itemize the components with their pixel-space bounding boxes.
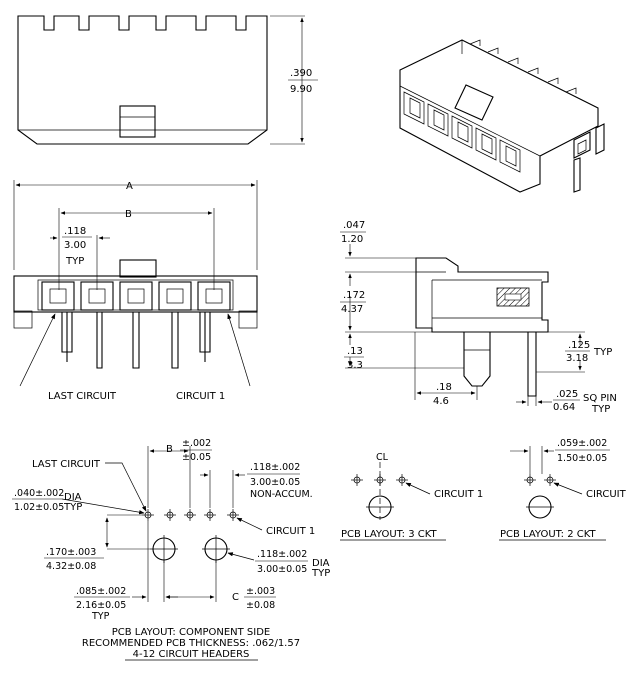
front-housing: [13, 275, 258, 313]
pcb-hole-mm: 1.02±0.05: [14, 502, 64, 513]
pcb-peg-holes: [150, 535, 230, 563]
side-d6-note1: SQ PIN: [583, 393, 617, 404]
side-outline: [415, 257, 549, 333]
pcb-hole-in: .040±.002: [14, 488, 64, 499]
pcb2-pitch-mm: 1.50±0.05: [557, 453, 607, 464]
pcb-caption-1: PCB LAYOUT: COMPONENT SIDE: [112, 627, 271, 638]
pcb-edge-note: TYP: [91, 611, 110, 622]
side-d6-mm: 0.64: [553, 402, 575, 413]
pcb-pin-holes: [142, 509, 239, 521]
front-circuit-1: CIRCUIT 1: [176, 391, 225, 402]
pitch-note: TYP: [65, 256, 84, 267]
pcb-peg-in: .118±.002: [257, 549, 307, 560]
dim-a-label: A: [126, 181, 133, 192]
front-pins: [61, 312, 211, 369]
pcb-caption-2: RECOMMENDED PCB THICKNESS: .062/1.57: [82, 638, 300, 649]
side-pin: [527, 332, 537, 397]
top-view: .390 9.90: [17, 15, 318, 145]
pcb3-cl: CL: [376, 452, 389, 463]
side-peg: [463, 332, 491, 387]
pcb-peg-note2: TYP: [311, 568, 330, 579]
pcb2-caption: PCB LAYOUT: 2 CKT: [500, 529, 597, 540]
front-cavities: [41, 281, 231, 311]
side-d3-mm: 3.3: [347, 360, 363, 371]
side-d6-note2: TYP: [591, 404, 610, 415]
pcb-b-tol-in: ±.002: [182, 438, 211, 449]
pcb-pitch-in: .118±.002: [250, 462, 300, 473]
side-d1-mm: 1.20: [341, 234, 363, 245]
pcb-row-mm: 4.32±0.08: [46, 561, 96, 572]
pcb-hole-note1: DIA: [64, 492, 82, 503]
cavities: [403, 91, 521, 173]
latch-window: [119, 105, 156, 138]
side-d4-in: .18: [436, 382, 452, 393]
front-last-circuit: LAST CIRCUIT: [48, 391, 117, 402]
height-dim-in: .390: [290, 68, 312, 79]
pcb-peg-note1: DIA: [312, 558, 330, 569]
side-d5-note: TYP: [593, 347, 612, 358]
pcb-b-tol-mm: ±0.05: [182, 452, 211, 463]
front-view: A B .118 3.00 TYP: [13, 180, 258, 402]
latch: [454, 84, 494, 121]
pcb-last-circuit: LAST CIRCUIT: [32, 459, 101, 470]
pcb-dim-c: C: [232, 592, 239, 603]
side-d3-in: .13: [347, 346, 363, 357]
pcb2-pitch-in: .059±.002: [557, 438, 607, 449]
pcb-circuit-1: CIRCUIT 1: [266, 526, 315, 537]
pcb3-caption: PCB LAYOUT: 3 CKT: [341, 529, 438, 540]
pitch-mm: 3.00: [64, 240, 86, 251]
pcb-hole-note2: TYP: [63, 502, 82, 513]
side-d6-in: .025: [556, 389, 578, 400]
pcb-caption-3: 4-12 CIRCUIT HEADERS: [133, 649, 250, 660]
height-dim-mm: 9.90: [290, 84, 312, 95]
pitch-in: .118: [64, 226, 86, 237]
pcb-peg-mm: 3.00±0.05: [257, 564, 307, 575]
latch-top: [119, 259, 157, 278]
pcb3-circuit-1: CIRCUIT 1: [434, 489, 483, 500]
pcb-c-tol-in: ±.003: [246, 586, 275, 597]
side-d5-in: .125: [568, 340, 590, 351]
dim-b-label: B: [125, 209, 132, 220]
side-view: .047 1.20 .172 4.37 .13 3.3 .18 4.6 .125…: [340, 220, 617, 415]
side-d2-in: .172: [343, 290, 365, 301]
pcb-pitch-mm: 3.00±0.05: [250, 477, 300, 488]
pcb2-circuit: CIRCUIT: [586, 489, 626, 500]
pcb-layout-main: B ±.002 ±0.05 .118±.002 3.00±0.05 NON-AC…: [12, 438, 330, 661]
pcb-layout-3ckt: CL CIRCUIT 1 PCB LAYOUT: 3 CKT: [340, 452, 483, 541]
side-d5-mm: 3.18: [566, 353, 588, 364]
pcb-pitch-note: NON-ACCUM.: [250, 489, 313, 500]
side-d1-in: .047: [343, 220, 365, 231]
side-d4-mm: 4.6: [433, 396, 449, 407]
side-d2-mm: 4.37: [341, 304, 363, 315]
pcb-edge-mm: 2.16±0.05: [76, 600, 126, 611]
top-view-outline: [17, 15, 268, 145]
isometric-view: [399, 39, 605, 193]
pcb-dim-b: B: [166, 444, 173, 455]
pcb-row-in: .170±.003: [46, 547, 96, 558]
pcb-layout-2ckt: .059±.002 1.50±0.05 CIRCUIT PCB LAYOUT: …: [499, 438, 626, 541]
pcb-c-tol-mm: ±0.08: [246, 600, 275, 611]
pcb-edge-in: .085±.002: [76, 586, 126, 597]
